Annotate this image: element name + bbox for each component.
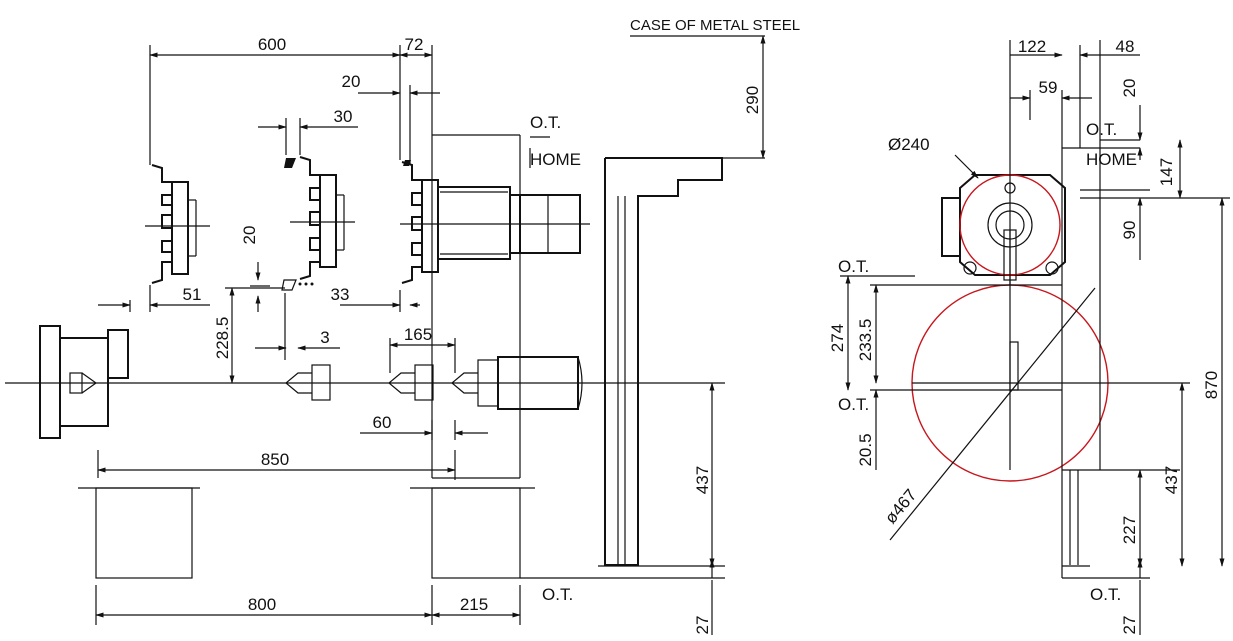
turret-middle: [281, 156, 355, 291]
dim-48: 48: [1116, 37, 1135, 56]
dia-467-label: ø467: [881, 486, 920, 528]
dim-20-5: 20.5: [856, 433, 875, 466]
dim-20-vertical: 20: [240, 226, 259, 245]
right-turret: [941, 174, 1066, 285]
dim-437-right: 437: [1162, 466, 1181, 494]
dim-27-right: 27: [1120, 616, 1139, 635]
dim-30: 30: [334, 107, 353, 126]
turret-right: [400, 160, 590, 284]
dim-165: 165: [404, 325, 432, 344]
left-dimension-lines: [95, 35, 766, 635]
right-dimension-lines: [845, 52, 1225, 635]
ot-label-1-right: O.T.: [1086, 120, 1117, 139]
dim-800: 800: [248, 595, 276, 614]
left-view: 600 72 20 30 20 51 33 228.5 3 165 60 850…: [5, 17, 800, 635]
ot-label-top-left: O.T.: [530, 113, 561, 132]
dim-227: 227: [1120, 516, 1139, 544]
left-extension-lines: [95, 35, 765, 625]
right-dimension-labels: 122 48 59 20 147 90 274 233.5 20.5 870 4…: [828, 37, 1221, 634]
dim-290: 290: [743, 86, 762, 114]
home-label-right: HOME: [1086, 150, 1137, 169]
dim-233-5: 233.5: [856, 319, 875, 362]
dim-72: 72: [405, 35, 424, 54]
ot-label-bottom-left: O.T.: [542, 585, 573, 604]
home-label-left: HOME: [530, 150, 581, 169]
ot-label-4-right: O.T.: [1090, 585, 1121, 604]
tool-holders: [285, 356, 583, 410]
right-axes: [840, 40, 1108, 541]
dim-850: 850: [261, 450, 289, 469]
dim-60: 60: [373, 413, 392, 432]
ot-label-2-right: O.T.: [838, 257, 869, 276]
dim-27-left: 27: [693, 616, 712, 635]
left-dimension-labels: 600 72 20 30 20 51 33 228.5 3 165 60 850…: [183, 17, 801, 634]
dim-20-right: 20: [1120, 79, 1139, 98]
dim-122: 122: [1018, 37, 1046, 56]
dim-215: 215: [460, 595, 488, 614]
dim-51: 51: [183, 285, 202, 304]
dim-228-5: 228.5: [213, 317, 232, 360]
dia-240-label: Ø240: [888, 135, 930, 154]
dim-3: 3: [320, 328, 329, 347]
ot-label-3-right: O.T.: [838, 395, 869, 414]
case-note: CASE OF METAL STEEL: [630, 17, 800, 34]
dim-870: 870: [1202, 371, 1221, 399]
dim-90: 90: [1120, 221, 1139, 240]
dim-147: 147: [1157, 158, 1176, 186]
right-view: 122 48 59 20 147 90 274 233.5 20.5 870 4…: [828, 37, 1230, 635]
headstock: [39, 325, 129, 439]
dim-59: 59: [1039, 78, 1058, 97]
dim-274: 274: [828, 324, 847, 352]
dim-600: 600: [258, 35, 286, 54]
dim-20-top: 20: [342, 72, 361, 91]
dim-33: 33: [331, 285, 350, 304]
steel-case: [520, 157, 725, 579]
turret-left: [145, 164, 210, 284]
right-column: [1061, 147, 1230, 579]
dim-437-left: 437: [693, 466, 712, 494]
bed: [78, 487, 535, 579]
